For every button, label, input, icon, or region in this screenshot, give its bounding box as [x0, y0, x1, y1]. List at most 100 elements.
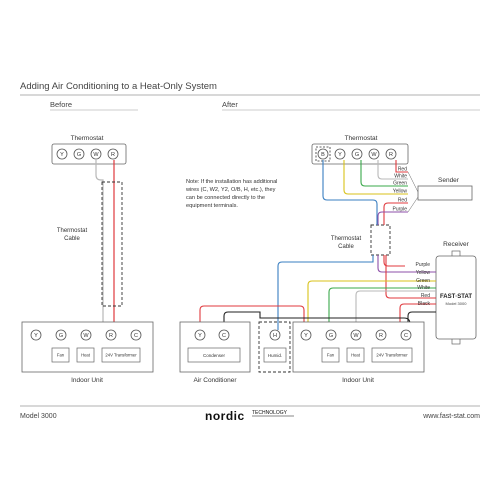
- note-line: Note: If the installation has additional: [186, 179, 277, 185]
- after-thermostat-terminal-label: G: [355, 152, 359, 158]
- sender-wire-green: [360, 160, 408, 187]
- before-label: Before: [50, 100, 72, 109]
- receiver-wire-label: Purple: [416, 262, 431, 268]
- after-cable-label-2: Cable: [338, 244, 354, 250]
- humid-terminal-h: H: [269, 329, 281, 341]
- receiver-model: Model 3000: [446, 301, 468, 306]
- air-conditioner-label: Air Conditioner: [194, 377, 238, 384]
- humidifier-unit: [258, 321, 291, 373]
- after-unit-terminal-label: Y: [304, 333, 308, 339]
- before-unit-terminal-r: R: [105, 329, 117, 341]
- receiver-wire-red-r: [399, 303, 436, 330]
- ac-y-red-wire: [199, 305, 305, 330]
- after-unit-components: Fan Heat 24V Transformer: [321, 347, 413, 363]
- after-unit-terminal-c: C: [400, 329, 412, 341]
- after-thermostat-terminal-y: Y: [334, 148, 346, 160]
- before-unit-box-0: Fan: [51, 347, 70, 363]
- after-unit-box-0: Fan: [321, 347, 340, 363]
- note-line: equipment terminals.: [186, 203, 238, 209]
- sender-wire-red-out: [383, 202, 408, 225]
- sender-wire-purple-out: [377, 211, 408, 225]
- before-unit-components: Fan Heat 24V Transformer: [51, 347, 141, 363]
- after-thermostat-terminal-w: W: [368, 148, 380, 160]
- before-unit-terminal-label: W: [83, 333, 89, 339]
- before-unit-box-label: 24V Transformer: [105, 353, 137, 358]
- after-cable-label-1: Thermostat: [331, 236, 362, 242]
- after-unit-terminal-r: R: [375, 329, 387, 341]
- after-unit-terminal-label: G: [329, 333, 333, 339]
- ac-terminal-label: Y: [198, 333, 202, 339]
- sender-wire-label: Yellow: [393, 189, 408, 195]
- after-unit-terminal-y: Y: [300, 329, 312, 341]
- sender-wire-group: [343, 160, 419, 225]
- footer-model: Model 3000: [20, 413, 57, 420]
- before-thermostat-terminal-label: G: [77, 152, 81, 158]
- humid-terminal: H: [269, 329, 281, 341]
- after-unit-terminal-label: R: [379, 333, 383, 339]
- after-thermostat-terminal-b: B: [315, 146, 331, 162]
- sender-wire-white: [377, 160, 408, 180]
- before-white-wire: [95, 160, 104, 322]
- after-thermostat-terminal-label: B: [321, 152, 325, 158]
- after-unit-terminal-label: W: [353, 333, 359, 339]
- ac-c-black-wire: [223, 311, 411, 330]
- before-thermostat-cable: [101, 181, 123, 307]
- before-cable-label-2: Cable: [64, 236, 80, 242]
- receiver-wire-label: White: [417, 285, 430, 291]
- note-line: wires (C, W2, Y2, O/B, H, etc.), they: [185, 187, 276, 193]
- receiver-label: Receiver: [443, 241, 469, 248]
- footer-url: www.fast-stat.com: [422, 413, 480, 420]
- receiver-wire-green: [328, 287, 436, 330]
- sender-label: Sender: [438, 177, 460, 184]
- ac-terminal-y: Y: [194, 329, 206, 341]
- receiver-wire-label: Green: [416, 278, 430, 284]
- receiver-wire-purple: [377, 255, 436, 273]
- receiver-wire-black: [407, 311, 436, 330]
- before-unit-box-2: 24V Transformer: [101, 347, 141, 363]
- before-cable-label-1: Thermostat: [57, 228, 88, 234]
- after-label: After: [222, 100, 238, 109]
- receiver-wire-label: Black: [418, 301, 431, 307]
- before-thermostat-terminal-label: Y: [60, 152, 64, 158]
- before-unit-terminal-y: Y: [30, 329, 42, 341]
- receiver-wire-white: [355, 290, 436, 330]
- before-unit-terminal-c: C: [130, 329, 142, 341]
- condenser-box: [187, 347, 241, 363]
- before-unit-terminal-g: G: [55, 329, 67, 341]
- ac-terminal-c: C: [218, 329, 230, 341]
- sender-wire-label: Purple: [393, 207, 408, 213]
- after-unit-box-1: Heat: [346, 347, 365, 363]
- after-thermostat-terminal-g: G: [351, 148, 363, 160]
- receiver-wire-group: [307, 255, 436, 330]
- before-unit-box-label: Fan: [57, 353, 65, 358]
- before-unit-box-1: Heat: [76, 347, 95, 363]
- sender-wire-label: Green: [393, 181, 407, 187]
- after-thermostat-terminal-label: R: [389, 152, 393, 158]
- after-unit-terminal-w: W: [350, 329, 362, 341]
- humid-box: [263, 347, 287, 363]
- before-thermostat-body: [51, 143, 127, 165]
- after-unit-box-label: 24V Transformer: [376, 353, 408, 358]
- sender-wire-yellow: [343, 160, 408, 195]
- after-unit-box-label: Fan: [327, 353, 335, 358]
- after-unit-terminal-label: C: [404, 333, 408, 339]
- before-thermostat-label: Thermostat: [71, 135, 104, 142]
- humid-terminal-label: H: [273, 333, 277, 339]
- after-thermostat-terminal-r: R: [385, 148, 397, 160]
- sender-wire-red: [395, 160, 408, 173]
- sender-box: [417, 185, 473, 201]
- before-unit-terminal-label: C: [134, 333, 138, 339]
- receiver-wire-red: [385, 255, 436, 299]
- sender-wire-label: Red: [398, 198, 407, 204]
- after-thermostat-terminal-label: Y: [338, 152, 342, 158]
- air-conditioner-unit: [179, 321, 251, 373]
- receiver-brand: FAST·STAT: [440, 294, 472, 300]
- after-thermostat-label: Thermostat: [345, 135, 378, 142]
- receiver-wire-yellow: [307, 280, 436, 330]
- before-thermostat-terminal-w: W: [90, 148, 102, 160]
